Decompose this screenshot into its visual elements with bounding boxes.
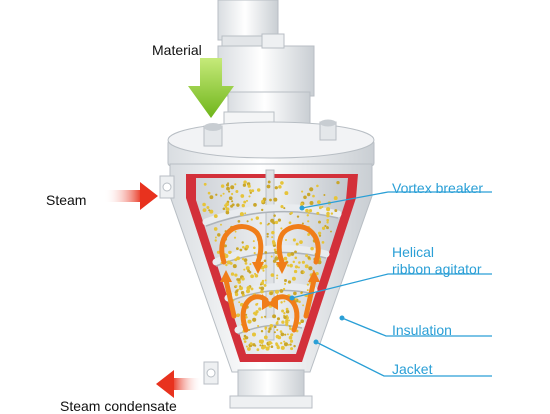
label-steam: Steam	[46, 192, 87, 208]
steam-inlet-nozzle	[159, 175, 175, 199]
steam-arrow	[104, 182, 158, 210]
label-helical-line1: Helical	[392, 244, 435, 260]
material-arrow	[188, 58, 234, 118]
bottom-outlet	[229, 369, 313, 409]
leader-dot	[339, 315, 345, 321]
label-material: Material	[152, 42, 202, 58]
condensate-arrow	[156, 370, 202, 398]
drive-motor	[217, 0, 315, 143]
label-steam-condensate: Steam condensate	[60, 398, 177, 414]
leader-dot	[299, 205, 305, 211]
lid	[167, 119, 375, 167]
label-jacket: Jacket	[392, 361, 433, 377]
leader-line	[315, 341, 492, 377]
leader-line	[291, 273, 492, 299]
leader-line	[341, 317, 492, 337]
leader-dot	[313, 339, 319, 345]
label-vortex-breaker: Vortex breaker	[392, 180, 484, 196]
agitator-shaft	[265, 169, 275, 341]
label-helical-line2: ribbon agitator	[392, 261, 482, 277]
leader-dot	[289, 295, 295, 301]
leader-line	[301, 191, 492, 209]
condensate-outlet-nozzle	[203, 361, 219, 385]
label-insulation: Insulation	[392, 322, 452, 338]
